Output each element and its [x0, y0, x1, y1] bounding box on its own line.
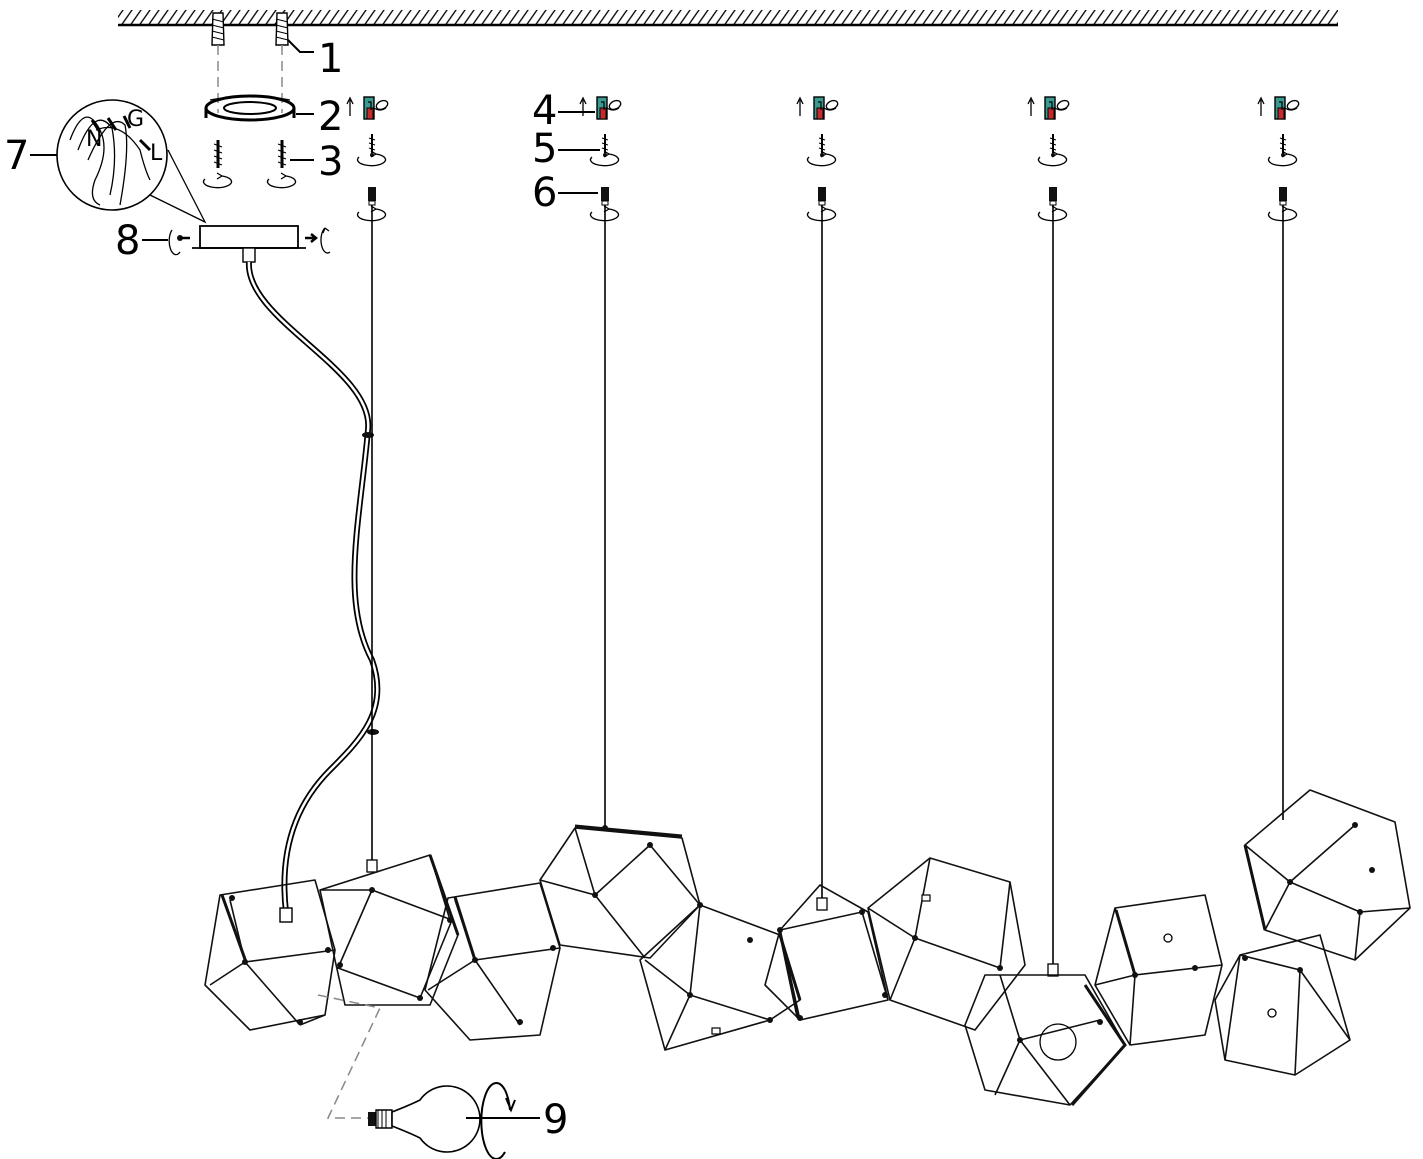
label-7: 7: [4, 133, 29, 179]
label-5: 5: [532, 126, 557, 172]
pendant-shades: [204, 789, 1411, 1106]
label-4: 4: [532, 88, 557, 134]
label-8: 8: [115, 218, 140, 264]
shade-cube: [539, 824, 703, 959]
shade-cube: [964, 974, 1127, 1106]
cable-holder-icon: [579, 96, 623, 120]
label-6: 6: [532, 170, 557, 216]
suspension-columns: [346, 96, 1301, 977]
canopy-icon: [168, 225, 331, 263]
cable-holder-icon: [1257, 96, 1301, 120]
cable-holder-icon: [346, 96, 390, 120]
ceiling: [118, 10, 1338, 27]
cable-holder-icon: [1027, 96, 1071, 120]
mounting-bracket-icon: [204, 94, 296, 122]
rotate-arrow-icon: [480, 1082, 516, 1159]
wire-label-n: N: [86, 127, 102, 152]
bulb-icon: [368, 1085, 481, 1153]
label-3: 3: [318, 139, 343, 185]
shade-cube: [319, 854, 460, 1006]
screw-icon: [202, 140, 297, 189]
cable-holder-icon: [796, 96, 840, 120]
label-1: 1: [318, 36, 343, 82]
label-2: 2: [318, 94, 343, 140]
wire-connection-icon: G N L: [56, 99, 207, 224]
wall-anchor-icon: [211, 12, 289, 113]
shade-cube: [1094, 894, 1223, 1046]
shade-cube: [764, 884, 889, 1021]
wire-label-g: G: [127, 107, 144, 132]
shade-cube: [424, 882, 561, 1041]
shade-cube: [1243, 789, 1411, 961]
shade-cube: [204, 879, 336, 1031]
shade-cube: [639, 904, 802, 1051]
label-9: 9: [543, 1097, 568, 1143]
power-cable: [245, 261, 381, 913]
wire-label-l: L: [150, 141, 163, 166]
shade-cube: [1214, 934, 1351, 1076]
shade-cube: [867, 857, 1026, 1031]
